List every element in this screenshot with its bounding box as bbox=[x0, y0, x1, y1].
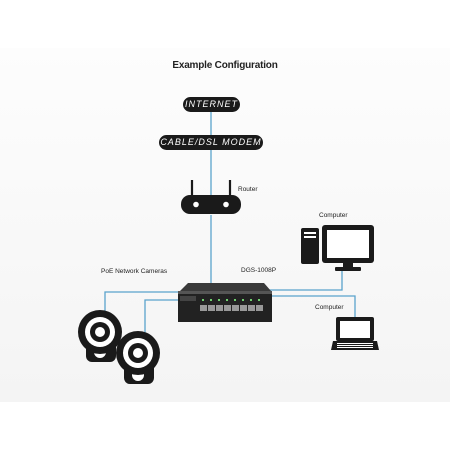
router-icon bbox=[181, 180, 241, 214]
link-switch-camera-1 bbox=[104, 291, 185, 318]
switch-label: DGS-1008P bbox=[241, 267, 277, 274]
laptop-icon bbox=[331, 317, 379, 350]
cameras-label: PoE Network Cameras bbox=[101, 268, 168, 275]
computer-top-label: Computer bbox=[319, 212, 348, 219]
link-switch-computer-top bbox=[263, 268, 343, 291]
camera-icon bbox=[116, 331, 160, 384]
computer-bottom-label: Computer bbox=[315, 304, 344, 311]
link-switch-computer-bottom bbox=[263, 295, 356, 317]
diagram-title: Example Configuration bbox=[172, 60, 278, 71]
router-label: Router bbox=[238, 186, 258, 193]
link-switch-camera-2 bbox=[144, 299, 185, 336]
modem-node: CABLE/DSL MODEM bbox=[159, 135, 263, 150]
camera-icon bbox=[78, 310, 122, 362]
network-links bbox=[104, 112, 356, 336]
desktop-computer-icon bbox=[301, 225, 374, 271]
internet-node: INTERNET bbox=[183, 97, 240, 112]
switch-icon bbox=[178, 283, 272, 322]
